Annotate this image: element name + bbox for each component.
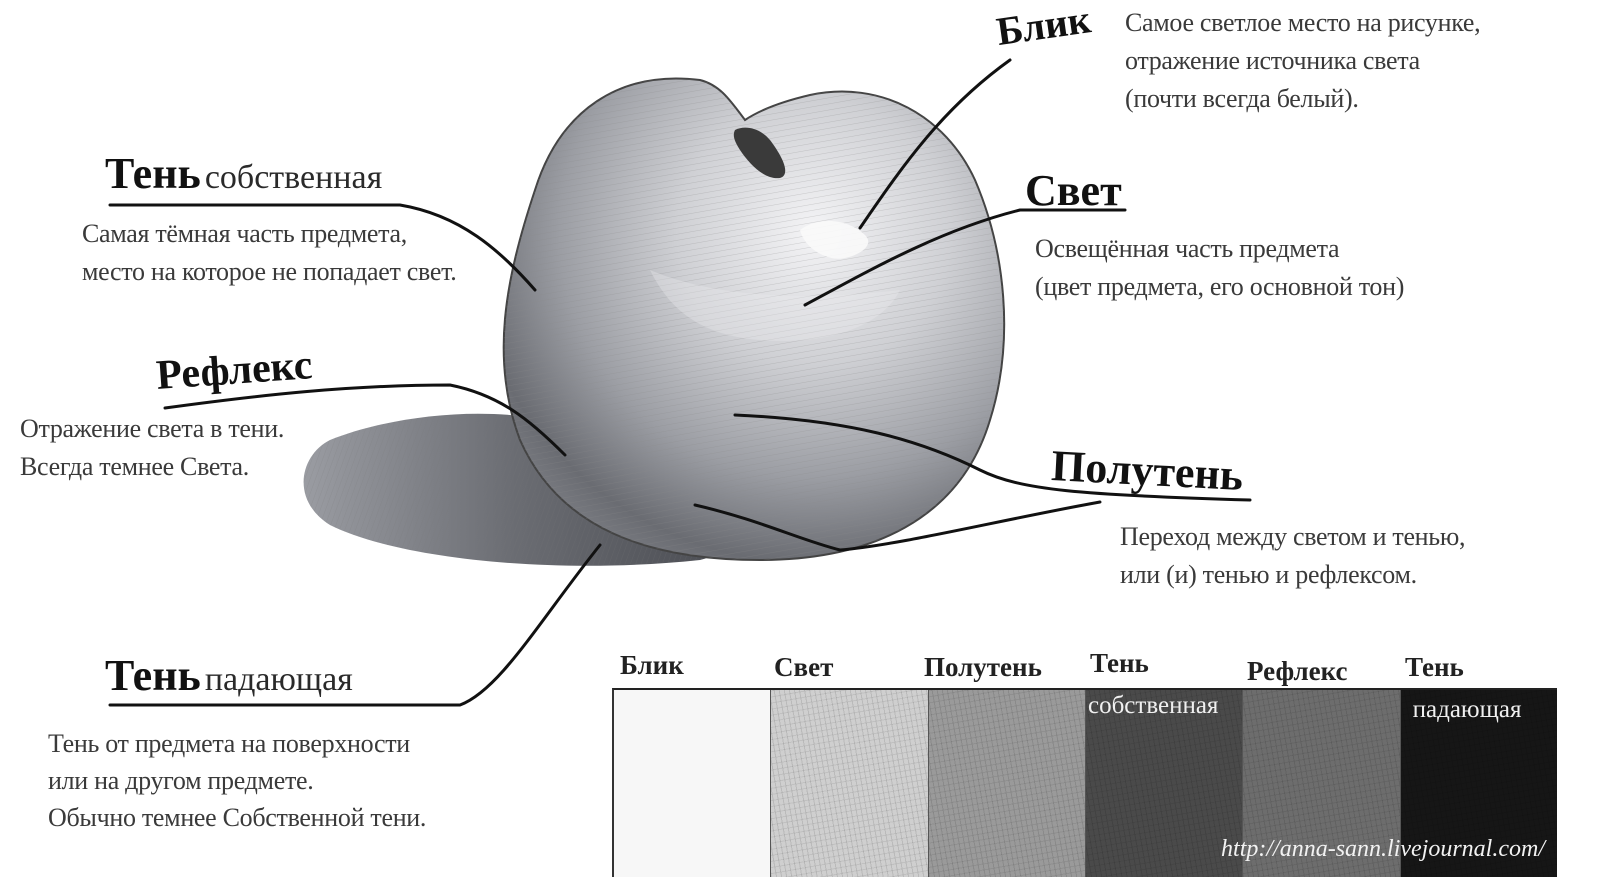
tone-scale: Блик Свет Полутень Тень Рефлекс Тень соб…	[612, 648, 1557, 877]
source-url: http://anna-sann.livejournal.com/	[1221, 836, 1545, 863]
label-blik-desc-2: отражение источника света	[1125, 42, 1420, 80]
swatch-sobstv: собственная	[1086, 690, 1243, 877]
swatch-inside-padaush: падающая	[1413, 696, 1522, 724]
label-svet-desc-2: (цвет предмета, его основной тон)	[1035, 268, 1404, 306]
swatch-inside-sobstv: собственная	[1088, 692, 1218, 720]
label-reflex-desc-2: Всегда темнее Света.	[20, 448, 249, 486]
label-poluten-desc-1: Переход между светом и тенью,	[1120, 518, 1465, 556]
label-svet-title: Свет	[1025, 165, 1122, 216]
label-sobstv-title: Тень	[105, 149, 201, 198]
swatch-label-svet: Свет	[774, 652, 833, 683]
swatch-poluten	[929, 690, 1086, 877]
label-poluten-desc-2: или (и) тенью и рефлексом.	[1120, 556, 1417, 594]
label-poluten-title: Полутень	[1050, 440, 1244, 501]
label-blik-desc-1: Самое светлое место на рисунке,	[1125, 4, 1480, 42]
swatch-label-reflex: Рефлекс	[1247, 656, 1347, 687]
label-padaush-desc-2: или на другом предмете.	[48, 762, 313, 800]
swatch-label-poluten: Полутень	[924, 652, 1042, 683]
label-svet-desc-1: Освещённая часть предмета	[1035, 230, 1339, 268]
label-padaush-desc-3: Обычно темнее Собственной тени.	[48, 799, 426, 837]
label-padaush-desc-1: Тень от предмета на поверхности	[48, 725, 410, 763]
label-blik-desc-3: (почти всегда белый).	[1125, 80, 1359, 118]
label-sobstv-desc-2: место на которое не попадает свет.	[82, 253, 456, 291]
label-reflex-desc-1: Отражение света в тени.	[20, 410, 284, 448]
label-padaush-title: Тень	[105, 651, 201, 700]
label-sobstv-desc-1: Самая тёмная часть предмета,	[82, 215, 407, 253]
label-sobstv-subtitle: собственная	[205, 159, 382, 196]
label-padaush-subtitle: падающая	[205, 661, 353, 698]
swatch-label-blik: Блик	[620, 650, 684, 681]
label-sobstv-heading: Тень собственная	[105, 148, 382, 199]
label-padaush-heading: Тень падающая	[105, 650, 353, 701]
swatch-label-padaush: Тень	[1405, 652, 1464, 683]
swatch-blik	[614, 690, 771, 877]
swatch-svet	[771, 690, 928, 877]
swatch-label-sobstv: Тень	[1090, 648, 1149, 679]
